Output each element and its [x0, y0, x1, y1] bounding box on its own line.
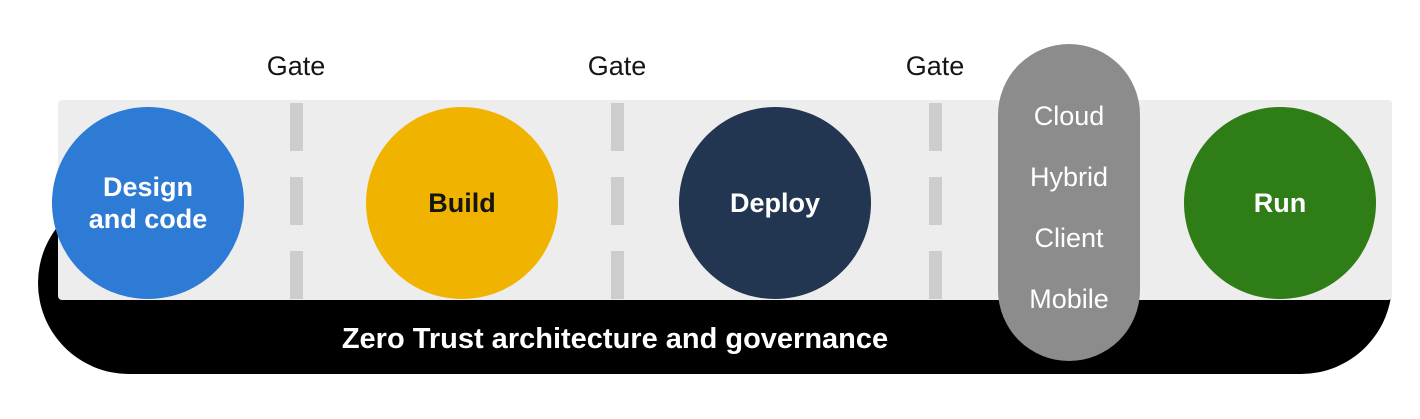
governance-title: Zero Trust architecture and governance — [341, 322, 889, 355]
gate-1: Gate — [236, 50, 356, 299]
gate-2-label: Gate — [587, 51, 647, 81]
environment-item-hybrid: Hybrid — [1029, 162, 1109, 192]
gate-2-dashed-line — [610, 103, 624, 299]
gate-1-label: Gate — [266, 51, 326, 81]
environments-pill: Cloud Hybrid Client Mobile — [998, 44, 1140, 361]
gate-2: Gate — [557, 50, 677, 299]
stage-build-label: Build — [428, 187, 496, 218]
stage-circle-run: Run — [1184, 107, 1376, 299]
environment-item-cloud: Cloud — [1033, 101, 1105, 131]
stage-run-label: Run — [1253, 187, 1307, 218]
stage-deploy-label: Deploy — [729, 187, 821, 218]
gate-3-dashed-line — [928, 103, 942, 299]
stage-design-and-code-label: Design and code — [88, 171, 208, 234]
stage-circle-design-and-code: Design and code — [52, 107, 244, 299]
environment-item-mobile: Mobile — [1029, 284, 1109, 314]
environment-item-client: Client — [1034, 223, 1104, 253]
stage-circle-build: Build — [366, 107, 558, 299]
gate-1-dashed-line — [289, 103, 303, 299]
gate-3-label: Gate — [905, 51, 965, 81]
gate-3: Gate — [875, 50, 995, 299]
stage-circle-deploy: Deploy — [679, 107, 871, 299]
